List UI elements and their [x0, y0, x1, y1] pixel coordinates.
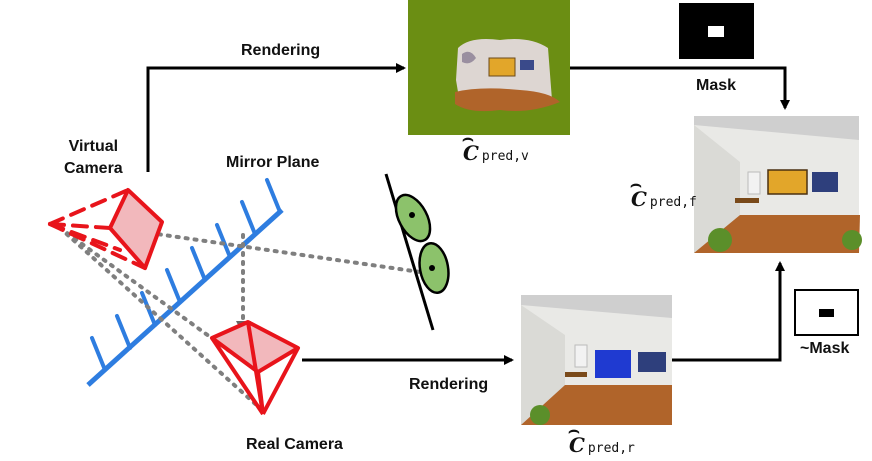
eye-icon [384, 173, 450, 331]
dotted-rays [58, 226, 422, 412]
real-camera-label: Real Camera [246, 436, 343, 453]
mirror-plane-label: Mirror Plane [226, 154, 320, 171]
final-render-image [694, 116, 862, 253]
mirror-plane [86, 178, 284, 387]
virtual-render-image [408, 0, 570, 135]
mask-image [679, 3, 754, 59]
mask-label: Mask [696, 77, 737, 94]
virtual-camera-label: Virtual Camera [64, 138, 123, 177]
rendering-top-label: Rendering [241, 42, 321, 59]
rendering-bottom-label: Rendering [409, 376, 489, 393]
inverse-mask-label: ~Mask [800, 340, 850, 357]
real-camera [210, 320, 300, 416]
virtual-camera [48, 188, 164, 270]
real-render-image [521, 295, 672, 425]
flow-arrows [146, 63, 790, 365]
inverse-mask-image [794, 289, 859, 336]
